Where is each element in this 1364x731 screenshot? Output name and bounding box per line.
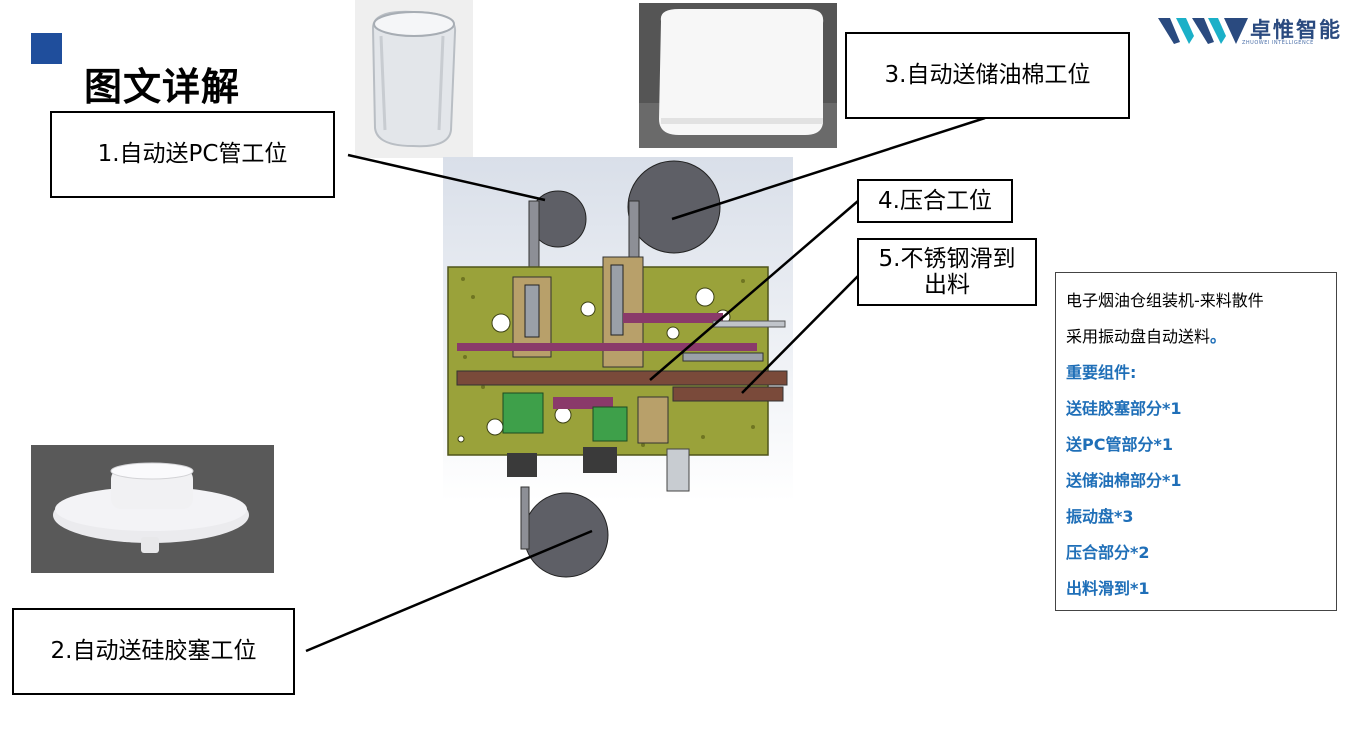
- logo-name: 卓惟智能: [1250, 18, 1342, 42]
- info-heading: 重要组件:: [1066, 363, 1137, 382]
- info-line-1: 电子烟油仓组装机-来料散件: [1066, 291, 1264, 310]
- info-line-2-text: 采用振动盘自动送料: [1066, 327, 1211, 346]
- label-slide-line2: 出料: [924, 272, 970, 298]
- label-slide-line1: 5.不锈钢滑到: [878, 245, 1016, 272]
- info-item: 送PC管部分*1: [1066, 435, 1173, 454]
- info-item: 送硅胶塞部分*1: [1066, 399, 1182, 418]
- logo-subtitle: ZHUOWEI INTELLIGENCE: [1242, 40, 1314, 46]
- info-line-2: 采用振动盘自动送料。: [1066, 319, 1326, 355]
- component-info-panel: 电子烟油仓组装机-来料散件 采用振动盘自动送料。 重要组件: 送硅胶塞部分*1 …: [1055, 272, 1337, 611]
- label-press-station: 4.压合工位: [857, 179, 1013, 223]
- info-item: 送储油棉部分*1: [1066, 471, 1182, 490]
- silicone-plug-photo: [31, 445, 274, 573]
- label-silicone-plug-station: 2.自动送硅胶塞工位: [12, 608, 295, 695]
- info-item: 出料滑到*1: [1066, 579, 1150, 598]
- label-slide-discharge: 5.不锈钢滑到 出料: [857, 238, 1037, 306]
- vibratory-feeder-2: [627, 160, 721, 254]
- info-line-2-period: 。: [1210, 327, 1227, 346]
- page-title: 图文详解: [84, 65, 241, 109]
- info-item: 振动盘*3: [1066, 507, 1134, 526]
- label-pc-tube-station: 1.自动送PC管工位: [50, 111, 335, 198]
- info-item: 压合部分*2: [1066, 543, 1150, 562]
- title-marker: [31, 33, 62, 64]
- machine-drawing: [443, 157, 793, 578]
- label-oil-cotton-station: 3.自动送储油棉工位: [845, 32, 1130, 119]
- pc-tube-photo: [355, 0, 473, 158]
- oil-cotton-photo: [639, 3, 837, 148]
- logo-mark-icon: [1158, 18, 1248, 44]
